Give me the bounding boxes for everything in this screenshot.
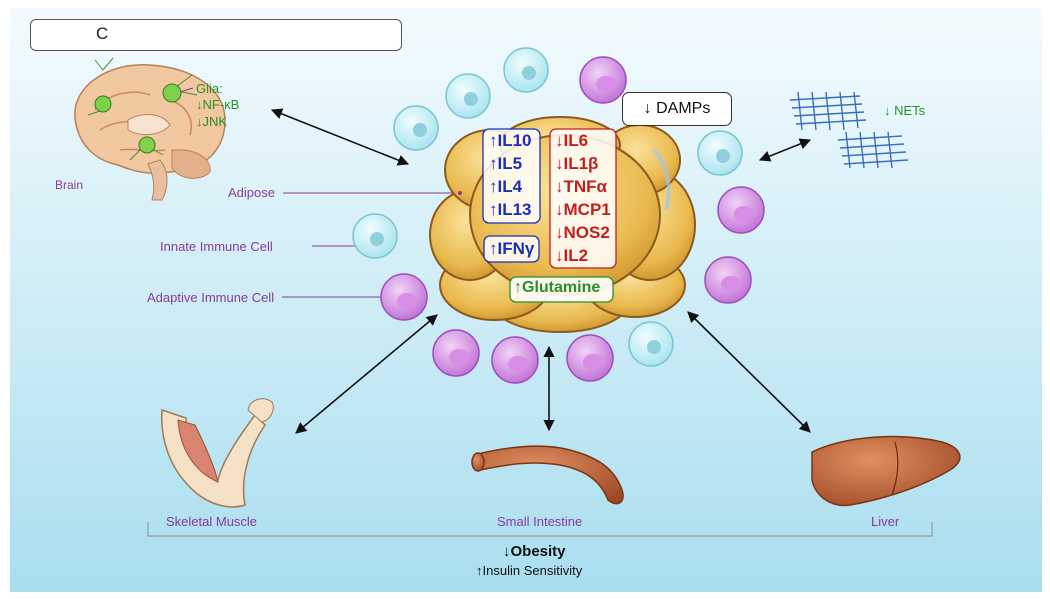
glia-label: Glia: — [196, 81, 223, 96]
damps-box: ↓ DAMPs — [622, 92, 732, 126]
skeletal-muscle-label: Skeletal Muscle — [166, 514, 258, 529]
cytokine-il5: ↑IL5 — [489, 154, 523, 173]
nets-label: ↓ NETs — [884, 103, 926, 118]
cytokine-mcp1: ↓MCP1 — [555, 200, 611, 219]
connector-arrows — [270, 108, 812, 434]
cytokine-il4: ↑IL4 — [489, 177, 523, 196]
cytokine-tnfa: ↓TNFα — [555, 177, 607, 196]
insulin-sensitivity-outcome: ↑Insulin Sensitivity — [476, 563, 583, 578]
brain-label: Brain — [55, 178, 84, 192]
nets-illustration — [789, 91, 909, 169]
liver-illustration — [811, 435, 961, 507]
skeletal-muscle-illustration — [161, 398, 274, 508]
innate-immune-cell-label: Innate Immune Cell — [160, 239, 273, 254]
glutamine-label: ↑Glutamine — [514, 279, 601, 296]
cytokine-il1b: ↓IL1β — [555, 154, 599, 173]
adaptive-immune-cell-label: Adaptive Immune Cell — [147, 290, 275, 305]
glia-marker-nfkb: ↓NF-κB — [196, 97, 240, 112]
small-intestine-label: Small Intestine — [497, 514, 583, 529]
brain-illustration — [74, 57, 226, 201]
cytokine-il13: ↑IL13 — [489, 200, 532, 219]
adipose-label: Adipose — [228, 185, 275, 200]
liver-label: Liver — [871, 514, 900, 529]
panel-title: C — [96, 24, 109, 43]
small-intestine-illustration — [471, 445, 624, 505]
cytokine-il2: ↓IL2 — [555, 246, 589, 265]
title-box — [30, 19, 402, 51]
glia-marker-jnk: ↓JNK — [196, 114, 228, 129]
cytokine-nos2: ↓NOS2 — [555, 223, 610, 242]
immune-cells — [352, 47, 765, 384]
cytokine-il6: ↓IL6 — [555, 131, 589, 150]
obesity-outcome: ↓Obesity — [503, 543, 566, 560]
cytokine-il10: ↑IL10 — [489, 131, 532, 150]
cytokine-ifng: ↑IFNγ — [489, 239, 535, 258]
